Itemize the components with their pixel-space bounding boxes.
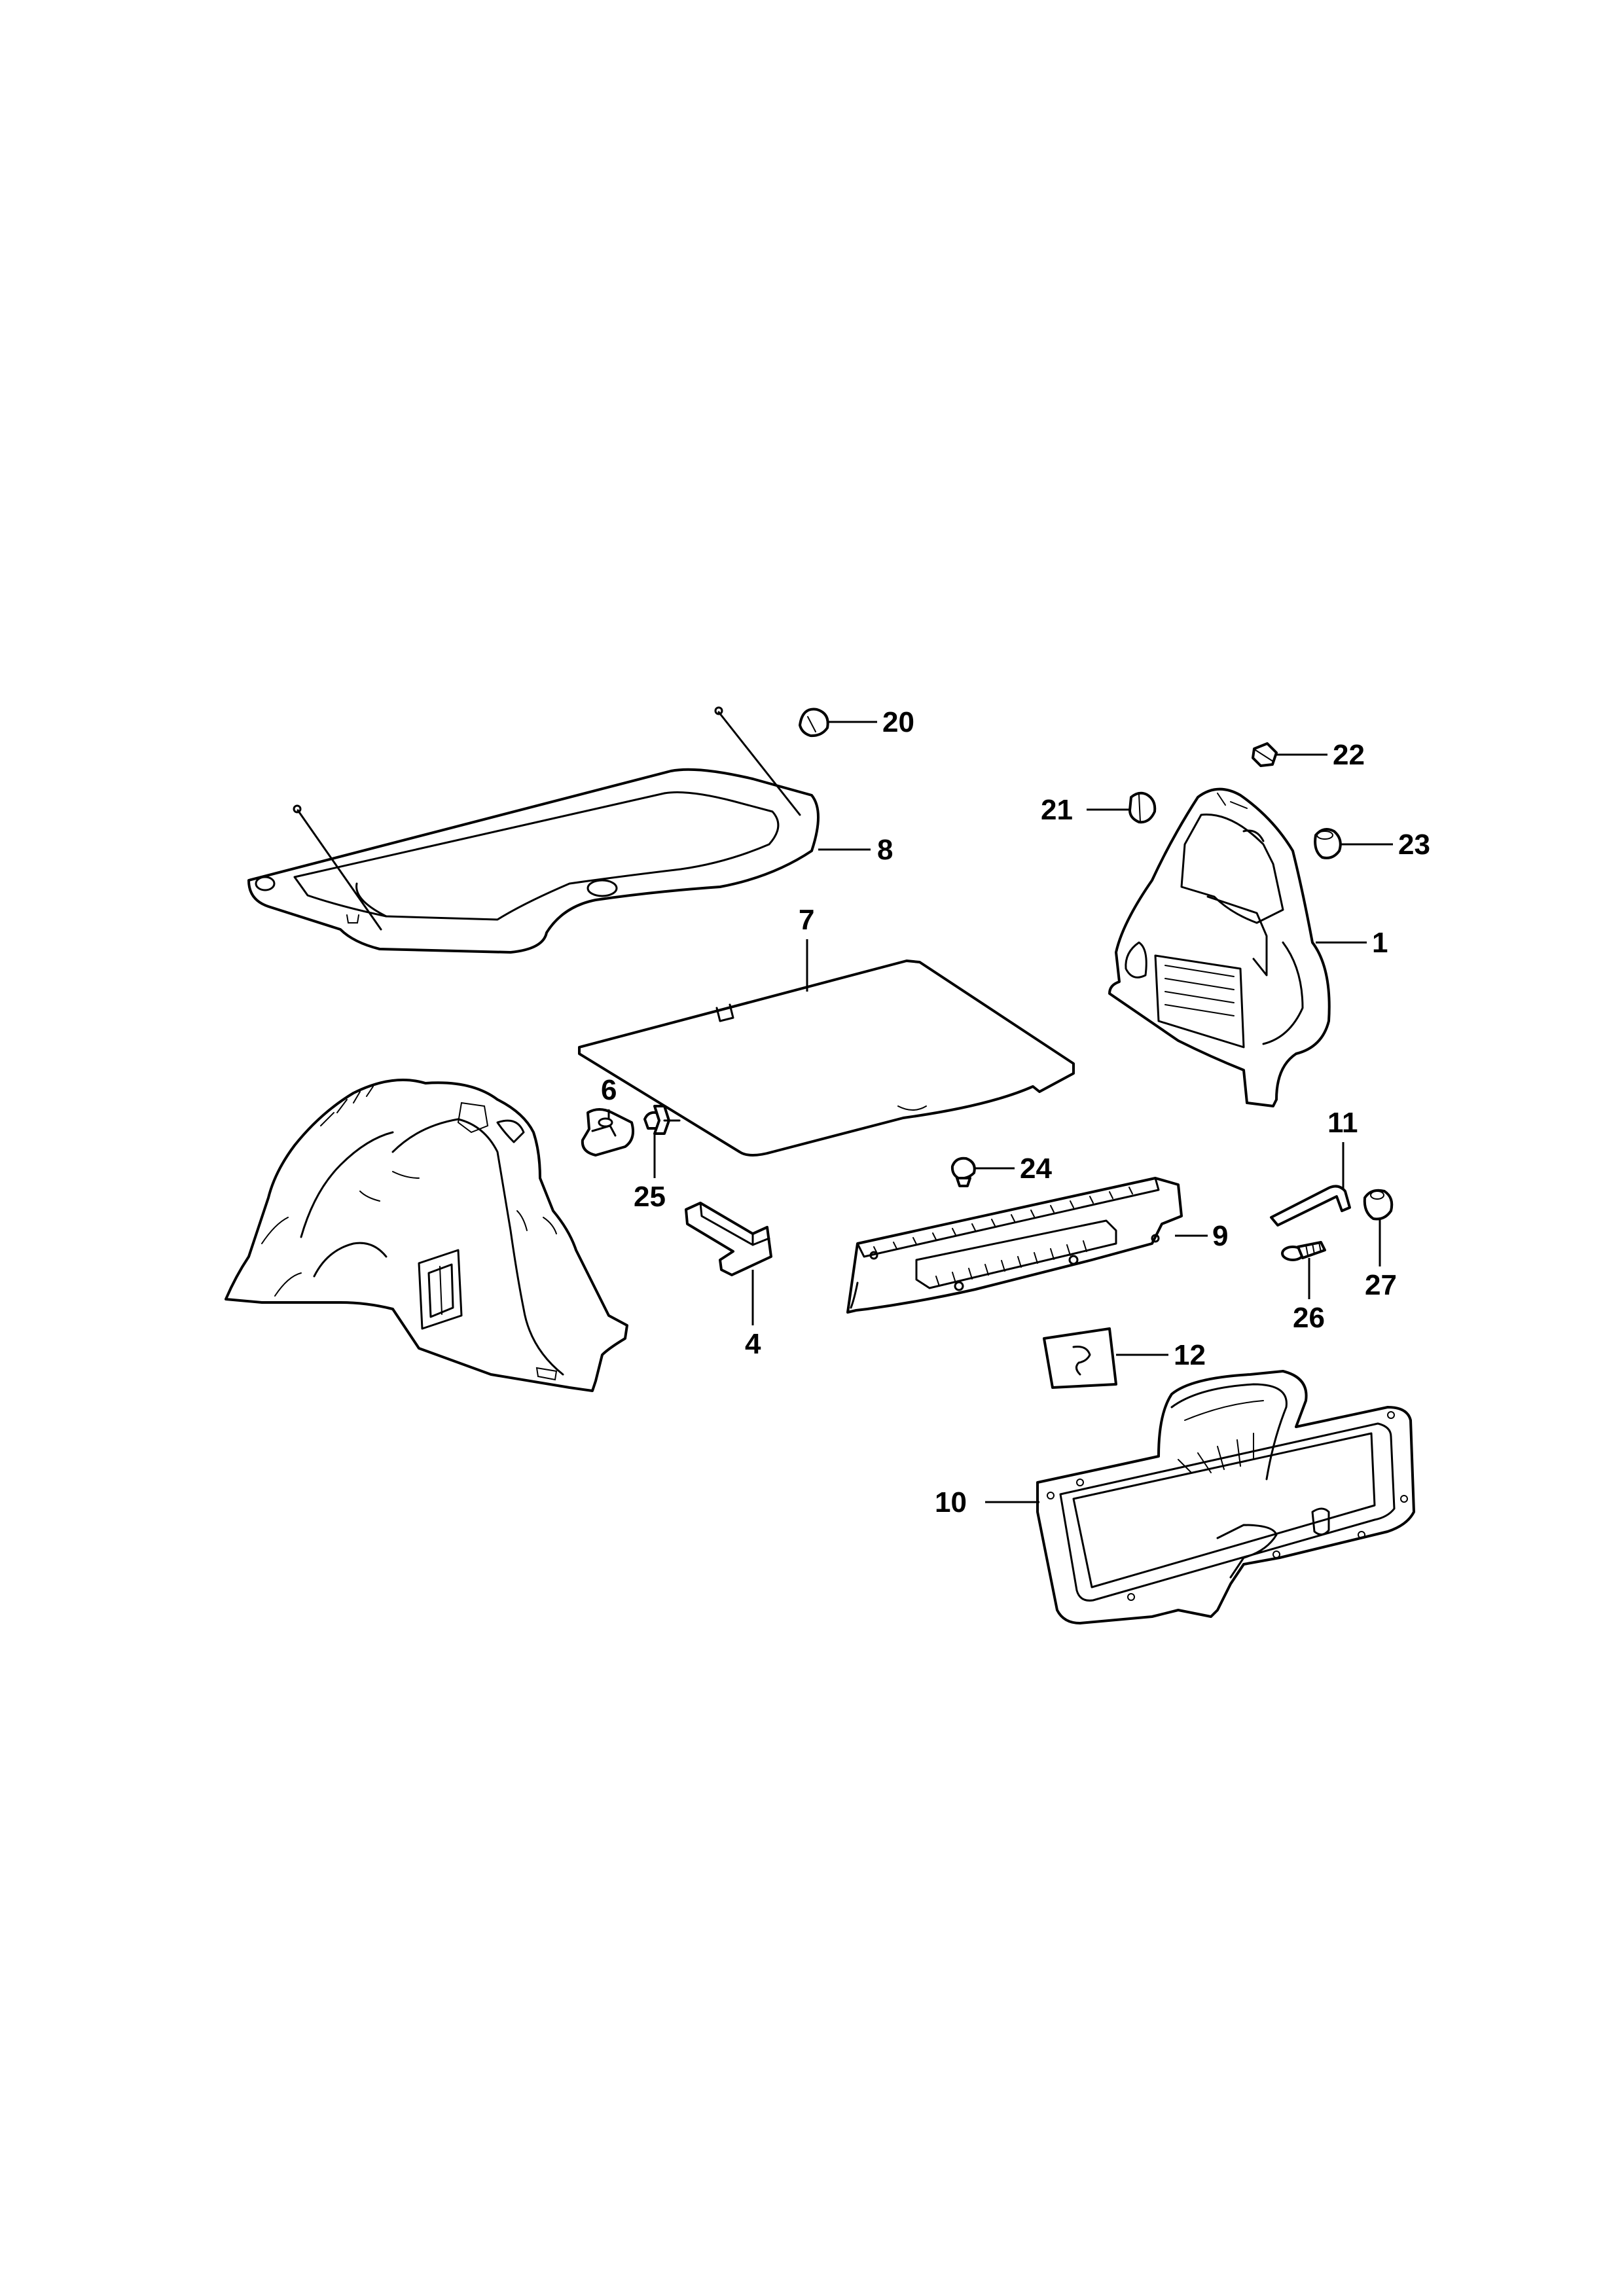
callout-24: 24: [1020, 1153, 1052, 1185]
callout-6: 6: [601, 1074, 617, 1106]
part-20-clip: [799, 708, 829, 738]
part-26-bolt: [1281, 1241, 1326, 1261]
wheel-arch-structure: [225, 1079, 628, 1392]
part-12-cover: [1043, 1327, 1117, 1389]
part-6-hook: [581, 1108, 634, 1157]
callout-labels: 20 8 7 21 22 23 1 6 25 4 24 9 11 26 27 1…: [601, 706, 1430, 1518]
part-8-parcel-shelf: [247, 706, 820, 954]
callout-11: 11: [1327, 1107, 1358, 1139]
callout-9: 9: [1212, 1220, 1228, 1252]
part-10-rear-panel-trim: [1036, 1370, 1415, 1624]
part-23-clip: [1314, 828, 1342, 859]
part-27-nut: [1363, 1189, 1394, 1221]
callout-23: 23: [1398, 829, 1430, 861]
callout-12: 12: [1174, 1339, 1206, 1371]
part-22-clip: [1252, 742, 1278, 767]
part-24-clip: [950, 1157, 976, 1187]
part-11-strap: [1270, 1185, 1351, 1227]
callout-7: 7: [799, 904, 814, 936]
callout-21: 21: [1041, 794, 1073, 826]
callout-25: 25: [634, 1181, 666, 1213]
callout-20: 20: [882, 706, 914, 738]
callout-26: 26: [1293, 1302, 1325, 1334]
part-9-sill-trim: [846, 1177, 1183, 1314]
callout-4: 4: [745, 1328, 761, 1360]
callout-27: 27: [1365, 1269, 1397, 1301]
part-4-bracket: [685, 1202, 772, 1276]
part-7-floor-cover: [578, 960, 1075, 1157]
part-25-push-clip: [643, 1105, 681, 1135]
callout-8: 8: [877, 834, 893, 866]
part-21-clip: [1128, 791, 1157, 824]
leader-lines: [607, 721, 1393, 1503]
part-1-side-trim-panel: [1108, 787, 1331, 1107]
callout-22: 22: [1333, 739, 1365, 771]
callout-1: 1: [1372, 927, 1388, 959]
callout-10: 10: [935, 1486, 967, 1518]
